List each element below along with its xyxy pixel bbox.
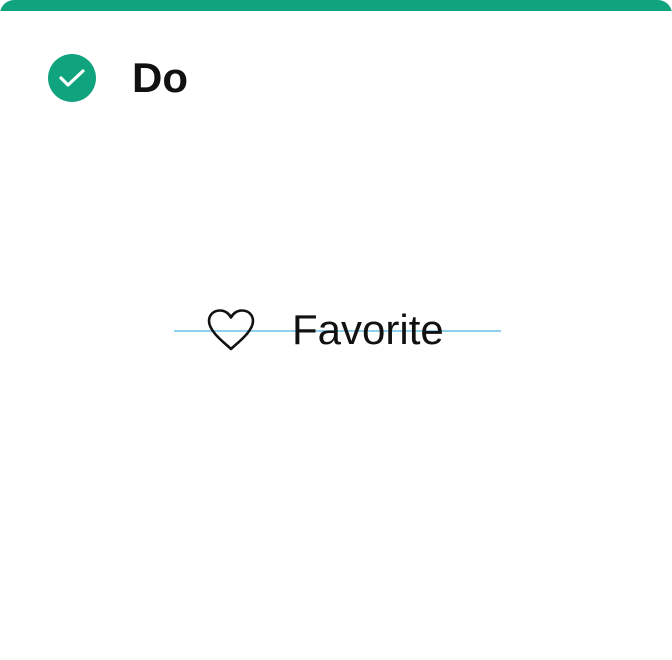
card-title: Do [132, 54, 188, 101]
example-area: Favorite [174, 306, 501, 354]
card-header: Do [48, 54, 188, 102]
favorite-button[interactable]: Favorite [206, 306, 444, 354]
heart-outline-icon [207, 309, 255, 351]
baseline-guide-line [174, 330, 501, 332]
check-circle-icon [48, 54, 96, 102]
accent-bar [0, 0, 672, 11]
favorite-button-label: Favorite [292, 306, 444, 353]
